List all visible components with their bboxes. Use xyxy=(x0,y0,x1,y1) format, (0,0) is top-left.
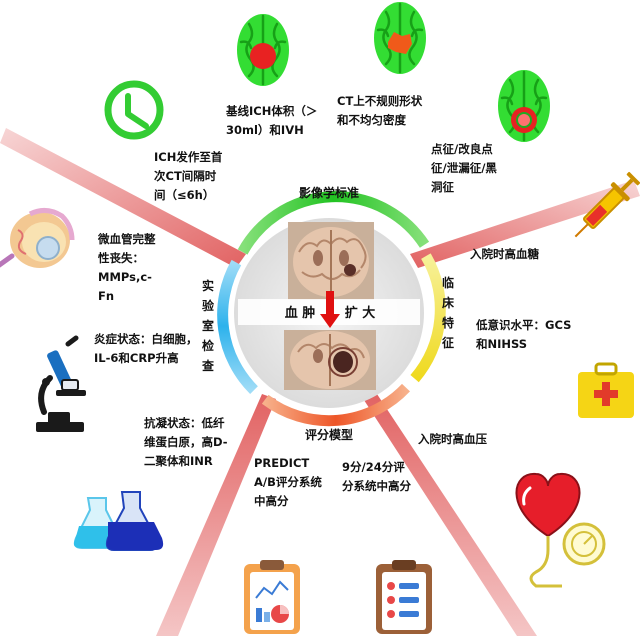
label-anticoagulation: 抗凝状态：低纤维蛋白原，高D-二聚体和INR xyxy=(144,416,228,468)
ray-lower-right xyxy=(362,391,537,636)
heart-blood-pressure-icon xyxy=(515,472,606,588)
arc-clinical-features xyxy=(410,253,446,383)
arc-scoring-models xyxy=(261,383,410,427)
label-expansion: 扩 大 xyxy=(345,305,376,321)
microscope-icon xyxy=(36,335,86,432)
segment-clinical-features: 临 床 特 征 xyxy=(441,276,454,350)
label-hematoma: 血 肿 xyxy=(285,305,316,321)
flasks-icon xyxy=(73,491,164,551)
label-spot-signs: 点征/改良点征/泄漏征/黑洞征 xyxy=(431,142,497,194)
arc-imaging-criteria xyxy=(237,191,430,255)
segment-laboratory: 实 验 室 检 查 xyxy=(201,279,214,373)
syringe-icon xyxy=(574,171,640,238)
label-predict-score: PREDICT A/B评分系统中高分 xyxy=(254,456,322,508)
label-blood-glucose: 入院时高血糖 xyxy=(470,247,539,261)
clipboard-list-icon xyxy=(376,560,432,634)
brain-icon-spot xyxy=(498,70,550,142)
segment-scoring-models: 评分模型 xyxy=(305,427,353,442)
label-consciousness: 低意识水平：GCS和NIHSS xyxy=(476,318,572,351)
brain-icon-volume xyxy=(237,14,289,86)
brain-ct-before xyxy=(288,222,374,300)
microvascular-eye-icon xyxy=(0,208,75,268)
rays xyxy=(0,128,640,636)
clock-icon xyxy=(101,77,167,143)
central-disc: 血 肿 扩 大 影像学标准 评分模型 xyxy=(217,185,446,442)
ray-upper-right xyxy=(410,180,640,268)
arc-laboratory xyxy=(217,259,258,395)
brain-icon-shape xyxy=(374,2,426,74)
label-onset-time: ICH发作至首次CT间隔时间（≤6h） xyxy=(154,150,223,202)
ray-lower-left xyxy=(156,394,276,636)
down-arrow-icon xyxy=(320,291,340,328)
label-irregular-shape: CT上不规则形状和不均匀密度 xyxy=(337,94,423,127)
clipboard-chart-icon xyxy=(244,560,300,634)
ray-upper-left xyxy=(0,128,246,268)
label-inflammation: 炎症状态：白细胞，IL-6和CRP升高 xyxy=(94,332,198,365)
label-score-9-24: 9分/24分评分系统中高分 xyxy=(342,460,411,493)
label-blood-pressure: 入院时高血压 xyxy=(418,432,487,446)
brain-ct-after xyxy=(284,330,376,390)
label-baseline-volume: 基线ICH体积（＞30ml）和IVH xyxy=(226,104,318,137)
label-microvascular: 微血管完整性丧失：MMPs,c-Fn xyxy=(98,232,156,303)
segment-imaging-criteria: 影像学标准 xyxy=(299,185,359,200)
first-aid-kit-icon xyxy=(578,362,634,418)
